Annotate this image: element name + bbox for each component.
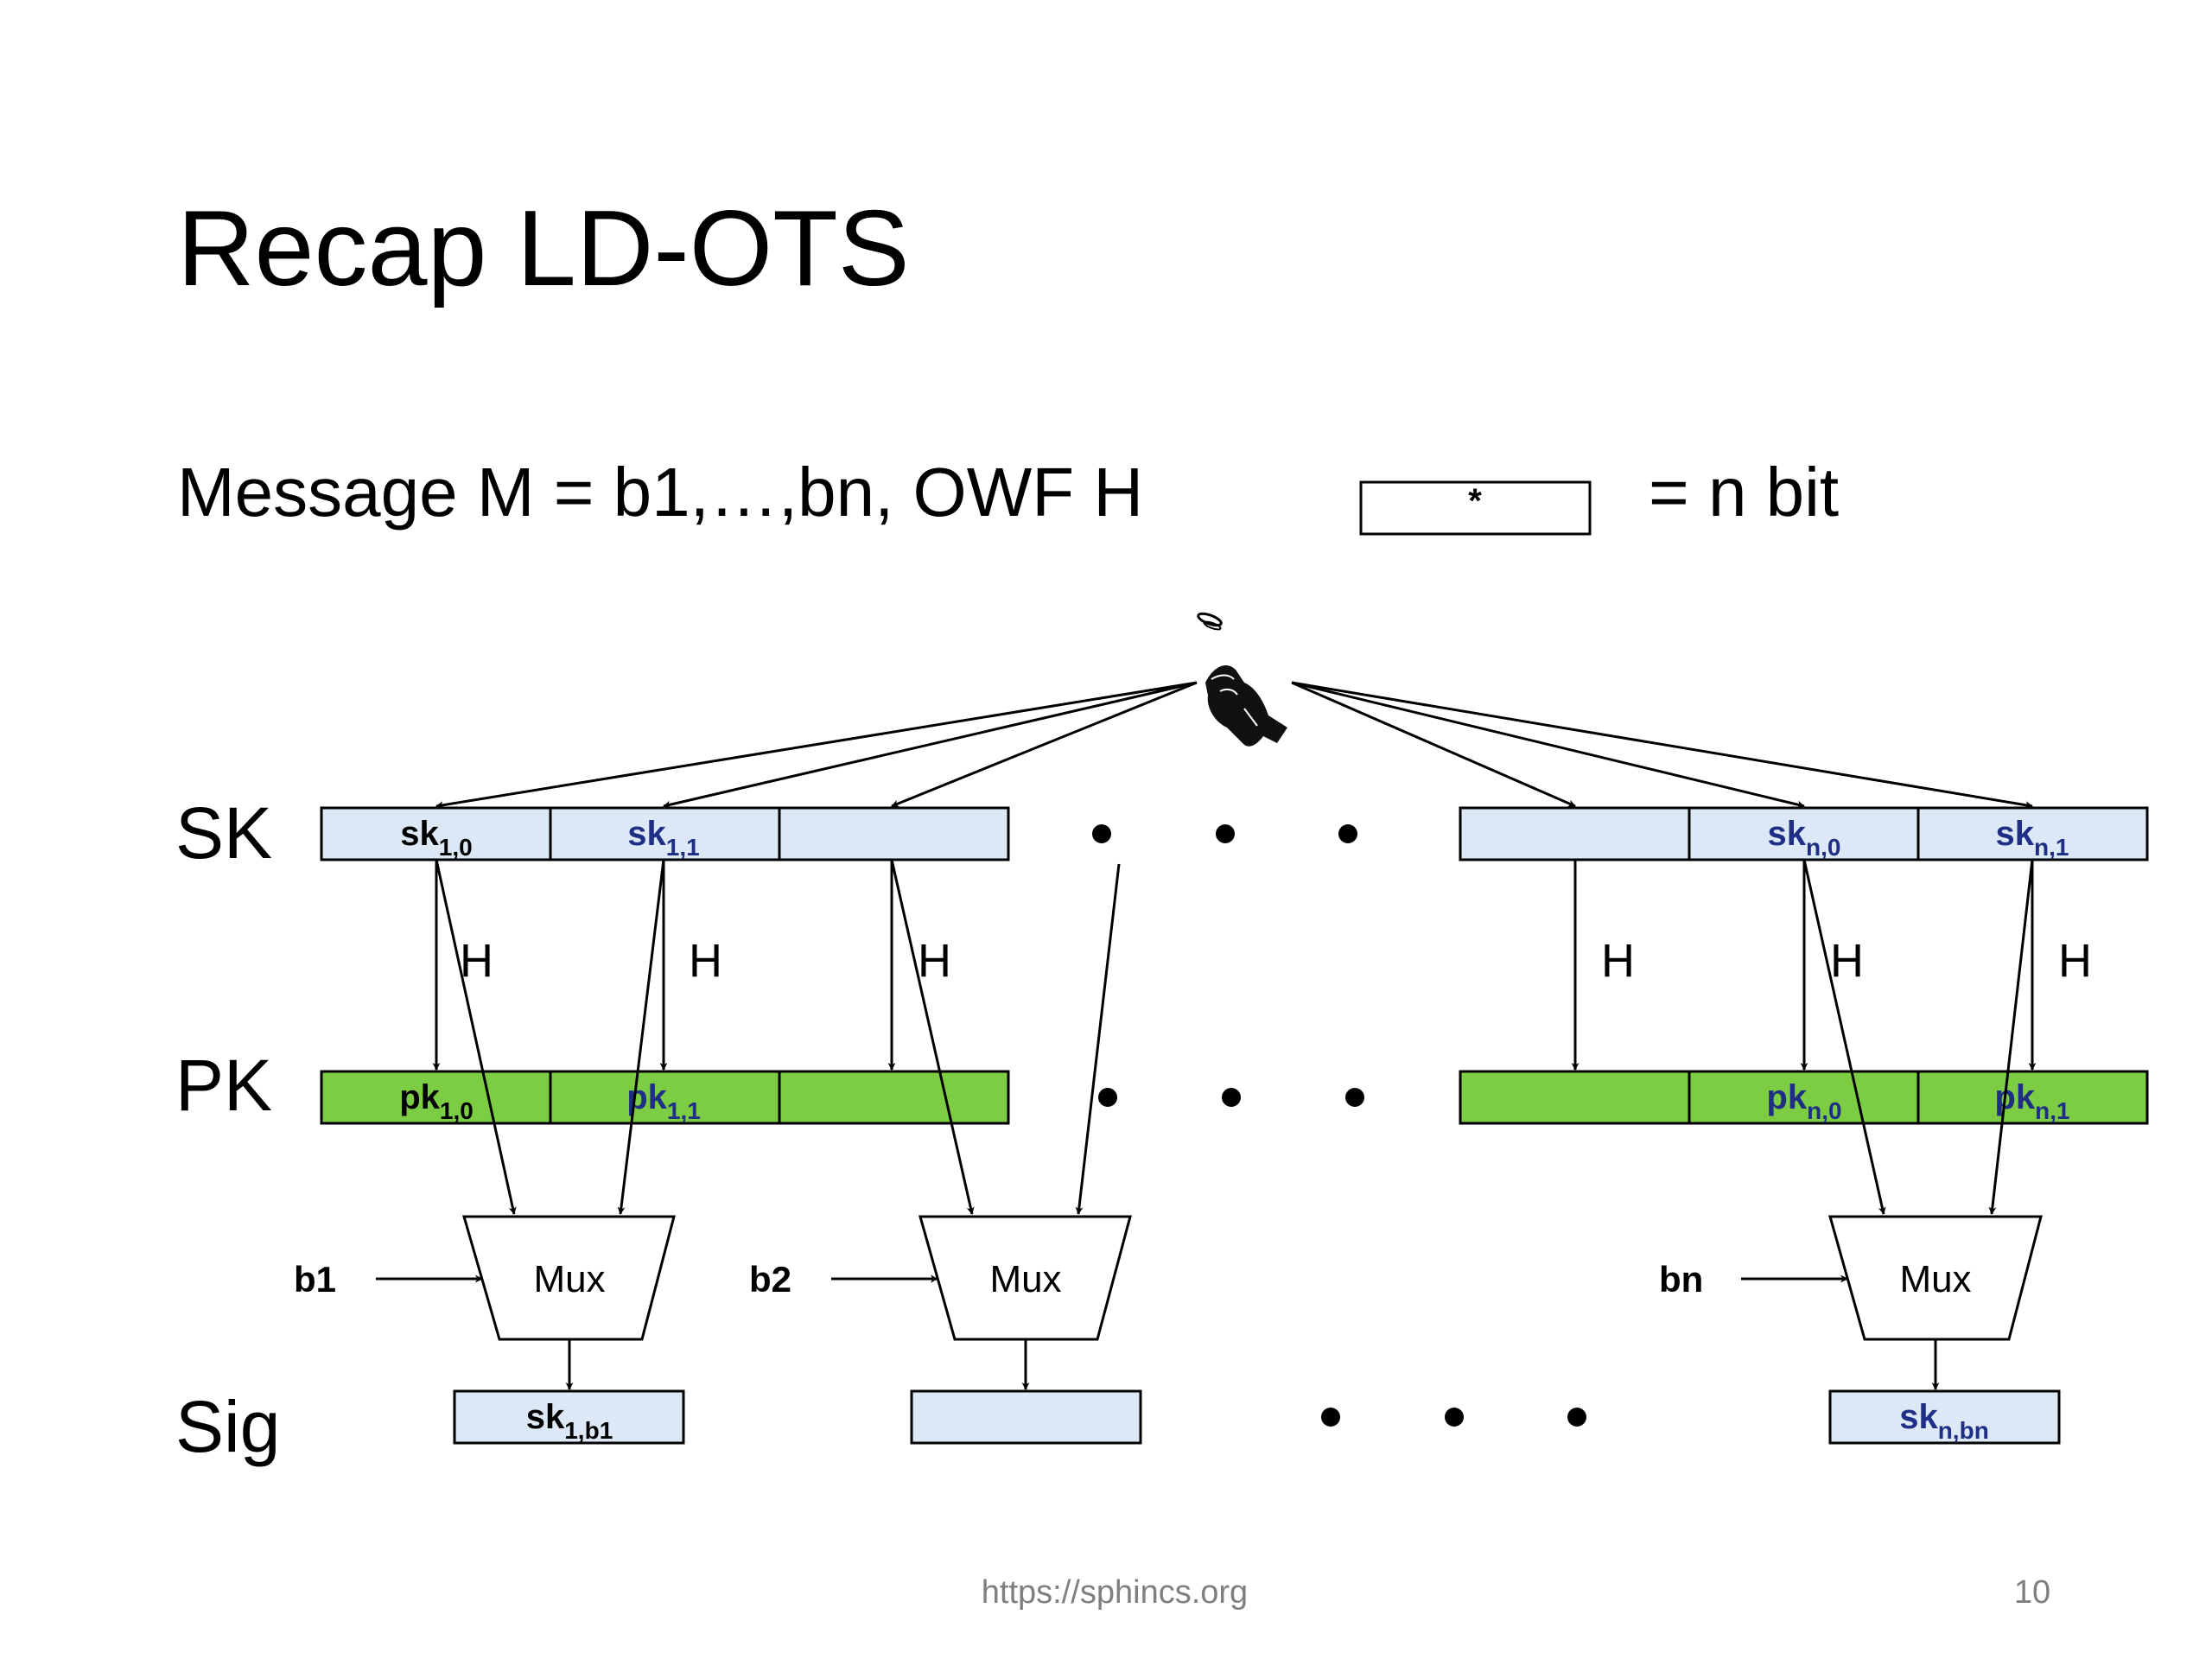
pk-cell-n-minus [1459, 1070, 1691, 1125]
sk-label-1-1: sk1,1 [627, 815, 699, 861]
pk-cell-n-0 [1688, 1070, 1920, 1125]
pk-label-n-1: pkn,1 [1994, 1078, 2069, 1124]
mux-n: Mux [1828, 1215, 2043, 1341]
legend-box-star: * [1468, 482, 1482, 520]
hash-label-4: H [1601, 935, 1635, 987]
hash-label-3: H [918, 935, 951, 987]
sk-label-n-0: skn,0 [1768, 815, 1841, 861]
pk-cell-2-0 [778, 1070, 1010, 1125]
bit-input-b2: b2 [749, 1259, 791, 1300]
sig-cell-1 [453, 1389, 685, 1445]
hash-arrows [432, 860, 2037, 1071]
pk-row [320, 1070, 2149, 1125]
hash-label-6: H [2058, 935, 2092, 987]
mux-1: Mux [462, 1215, 676, 1341]
sk-label-n-1: skn,1 [1996, 815, 2069, 861]
pk-label-n-0: pkn,0 [1766, 1078, 1841, 1124]
message-definition: Message M = b1,…,bn, OWF H [177, 454, 1143, 531]
hand-dropping-coin-icon [1197, 612, 1287, 747]
mux-to-sig-arrows [565, 1339, 1940, 1390]
sig-row [453, 1389, 2061, 1445]
sig-label-n: skn,bn [1899, 1398, 1989, 1444]
sig-label-1: sk1,b1 [526, 1398, 613, 1444]
sk-cell-2-0 [778, 806, 1010, 861]
mux-label-1: Mux [533, 1258, 605, 1300]
row-label-pk: PK [175, 1045, 272, 1126]
slide-title: Recap LD-OTS [177, 189, 910, 308]
sk-ellipsis [1092, 824, 1357, 843]
pk-cell-1-0 [320, 1070, 552, 1125]
bit-input-b1: b1 [294, 1259, 336, 1300]
sig-cell-2 [910, 1389, 1142, 1445]
legend-equals-n-bit: = n bit [1649, 454, 1839, 531]
pk-ellipsis [1098, 1088, 1364, 1107]
randomness-arrows [435, 681, 2033, 810]
pk-cell-1-1 [549, 1070, 781, 1125]
sk-label-1-0: sk1,0 [400, 815, 472, 861]
pk-cell-n-1 [1916, 1070, 2149, 1125]
sk-row [320, 806, 2149, 861]
row-label-sk: SK [175, 792, 272, 874]
pk-label-1-0: pk1,0 [399, 1078, 474, 1124]
hash-label-1: H [460, 935, 493, 987]
sk-cell-n-minus [1459, 806, 1691, 861]
footer-url: https://sphincs.org [982, 1574, 1248, 1611]
bit-inputs: b1 b2 bn [294, 1259, 1848, 1300]
sig-ellipsis [1321, 1408, 1586, 1427]
sig-cell-n [1828, 1389, 2061, 1445]
legend-n-bit-box [1359, 480, 1592, 536]
bit-input-bn: bn [1659, 1259, 1703, 1300]
row-label-sig: Sig [175, 1386, 280, 1467]
mux-label-n: Mux [1899, 1258, 1971, 1300]
sk-to-mux-arrows [435, 859, 2034, 1215]
sk-cell-n-1 [1916, 806, 2149, 861]
hash-labels: H H H H H H [460, 935, 2092, 987]
hash-label-5: H [1830, 935, 1864, 987]
mux-label-2: Mux [989, 1258, 1061, 1300]
page-number: 10 [2014, 1574, 2050, 1611]
hash-label-2: H [689, 935, 722, 987]
mux-2: Mux [918, 1215, 1132, 1341]
